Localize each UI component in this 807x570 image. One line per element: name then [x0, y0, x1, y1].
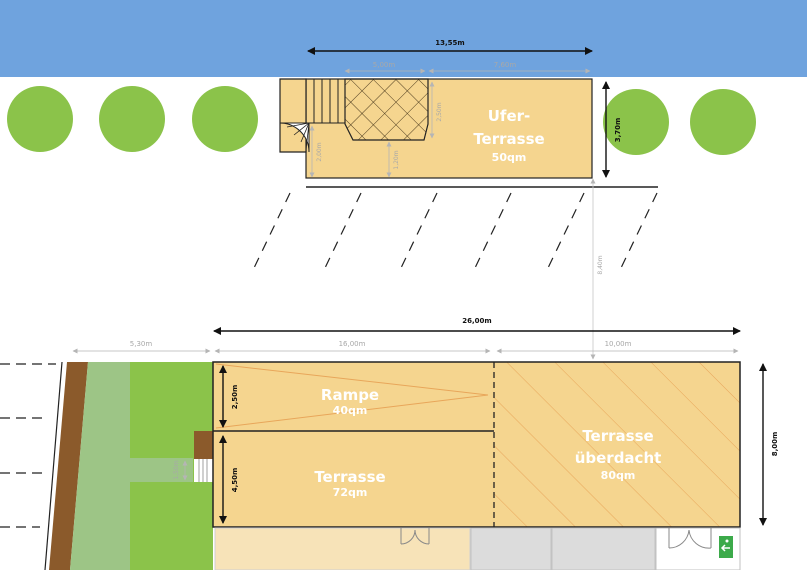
- dim-2-50-label: 2,50m: [436, 102, 443, 121]
- left-strip: 1,50m: [0, 361, 213, 570]
- total-width-label: 26,00m: [462, 317, 491, 325]
- terrasse-area: [213, 431, 494, 527]
- rampe-area: [213, 362, 494, 431]
- ufer-terrasse: Ufer- Terrasse 50qm: [253, 78, 658, 269]
- ufer-depth-label: 3,70m: [614, 118, 622, 143]
- terrasse-ueberdacht-title-2: überdacht: [575, 449, 662, 467]
- sundeck-crosshatch: [344, 78, 429, 141]
- main-terrace: 2,50m 4,50m Rampe 40qm Terrasse 72qm Ter…: [212, 361, 741, 528]
- tree-icon: [99, 86, 165, 152]
- ufer-width-label: 13,55m: [435, 39, 464, 47]
- emergency-exit-icon: [719, 536, 733, 558]
- gap-distance-label: 8,40m: [597, 255, 604, 274]
- terrasse-area-label: 72qm: [333, 486, 368, 499]
- terrasse-title: Terrasse: [314, 468, 385, 486]
- tree-icon: [603, 89, 669, 155]
- ramp-slope: [215, 363, 489, 429]
- ufer-subwidth-left-label: 5,00m: [373, 61, 396, 69]
- rampe-area-label: 40qm: [333, 404, 368, 417]
- mooring-lines: [253, 192, 658, 269]
- main-depth-label: 8,00m: [771, 432, 779, 457]
- stair-steps: [280, 79, 345, 124]
- ufer-terrasse-title-1: Ufer-: [488, 107, 531, 125]
- tree-icon: [192, 86, 258, 152]
- rampe-depth-label: 2,50m: [231, 385, 239, 410]
- door-icon: [668, 528, 712, 549]
- door-icon: [400, 528, 430, 545]
- rampe-title: Rampe: [321, 386, 379, 404]
- width-mid-label: 16,00m: [339, 340, 366, 348]
- ufer-terrasse-area: 50qm: [492, 151, 527, 164]
- path-width-label: 1,50m: [173, 460, 180, 479]
- width-left-label: 5,30m: [130, 340, 153, 348]
- path: [130, 458, 193, 482]
- terrasse-ueberdacht-area-label: 80qm: [601, 469, 636, 482]
- terrasse-depth-label: 4,50m: [231, 468, 239, 493]
- dim-2-00-label: 2,00m: [316, 142, 323, 161]
- width-right-label: 10,00m: [605, 340, 632, 348]
- tree-icon: [690, 89, 756, 155]
- ufer-terrasse-title-2: Terrasse: [473, 130, 544, 148]
- water-area: [0, 0, 807, 77]
- tree-icon: [7, 86, 73, 152]
- spiral-stair-icon: [279, 122, 310, 153]
- ufer-subwidth-right-label: 7,60m: [494, 61, 517, 69]
- building: [214, 527, 741, 570]
- terrasse-ueberdacht-title-1: Terrasse: [582, 427, 653, 445]
- dim-1-20-label: 1,20m: [393, 150, 400, 169]
